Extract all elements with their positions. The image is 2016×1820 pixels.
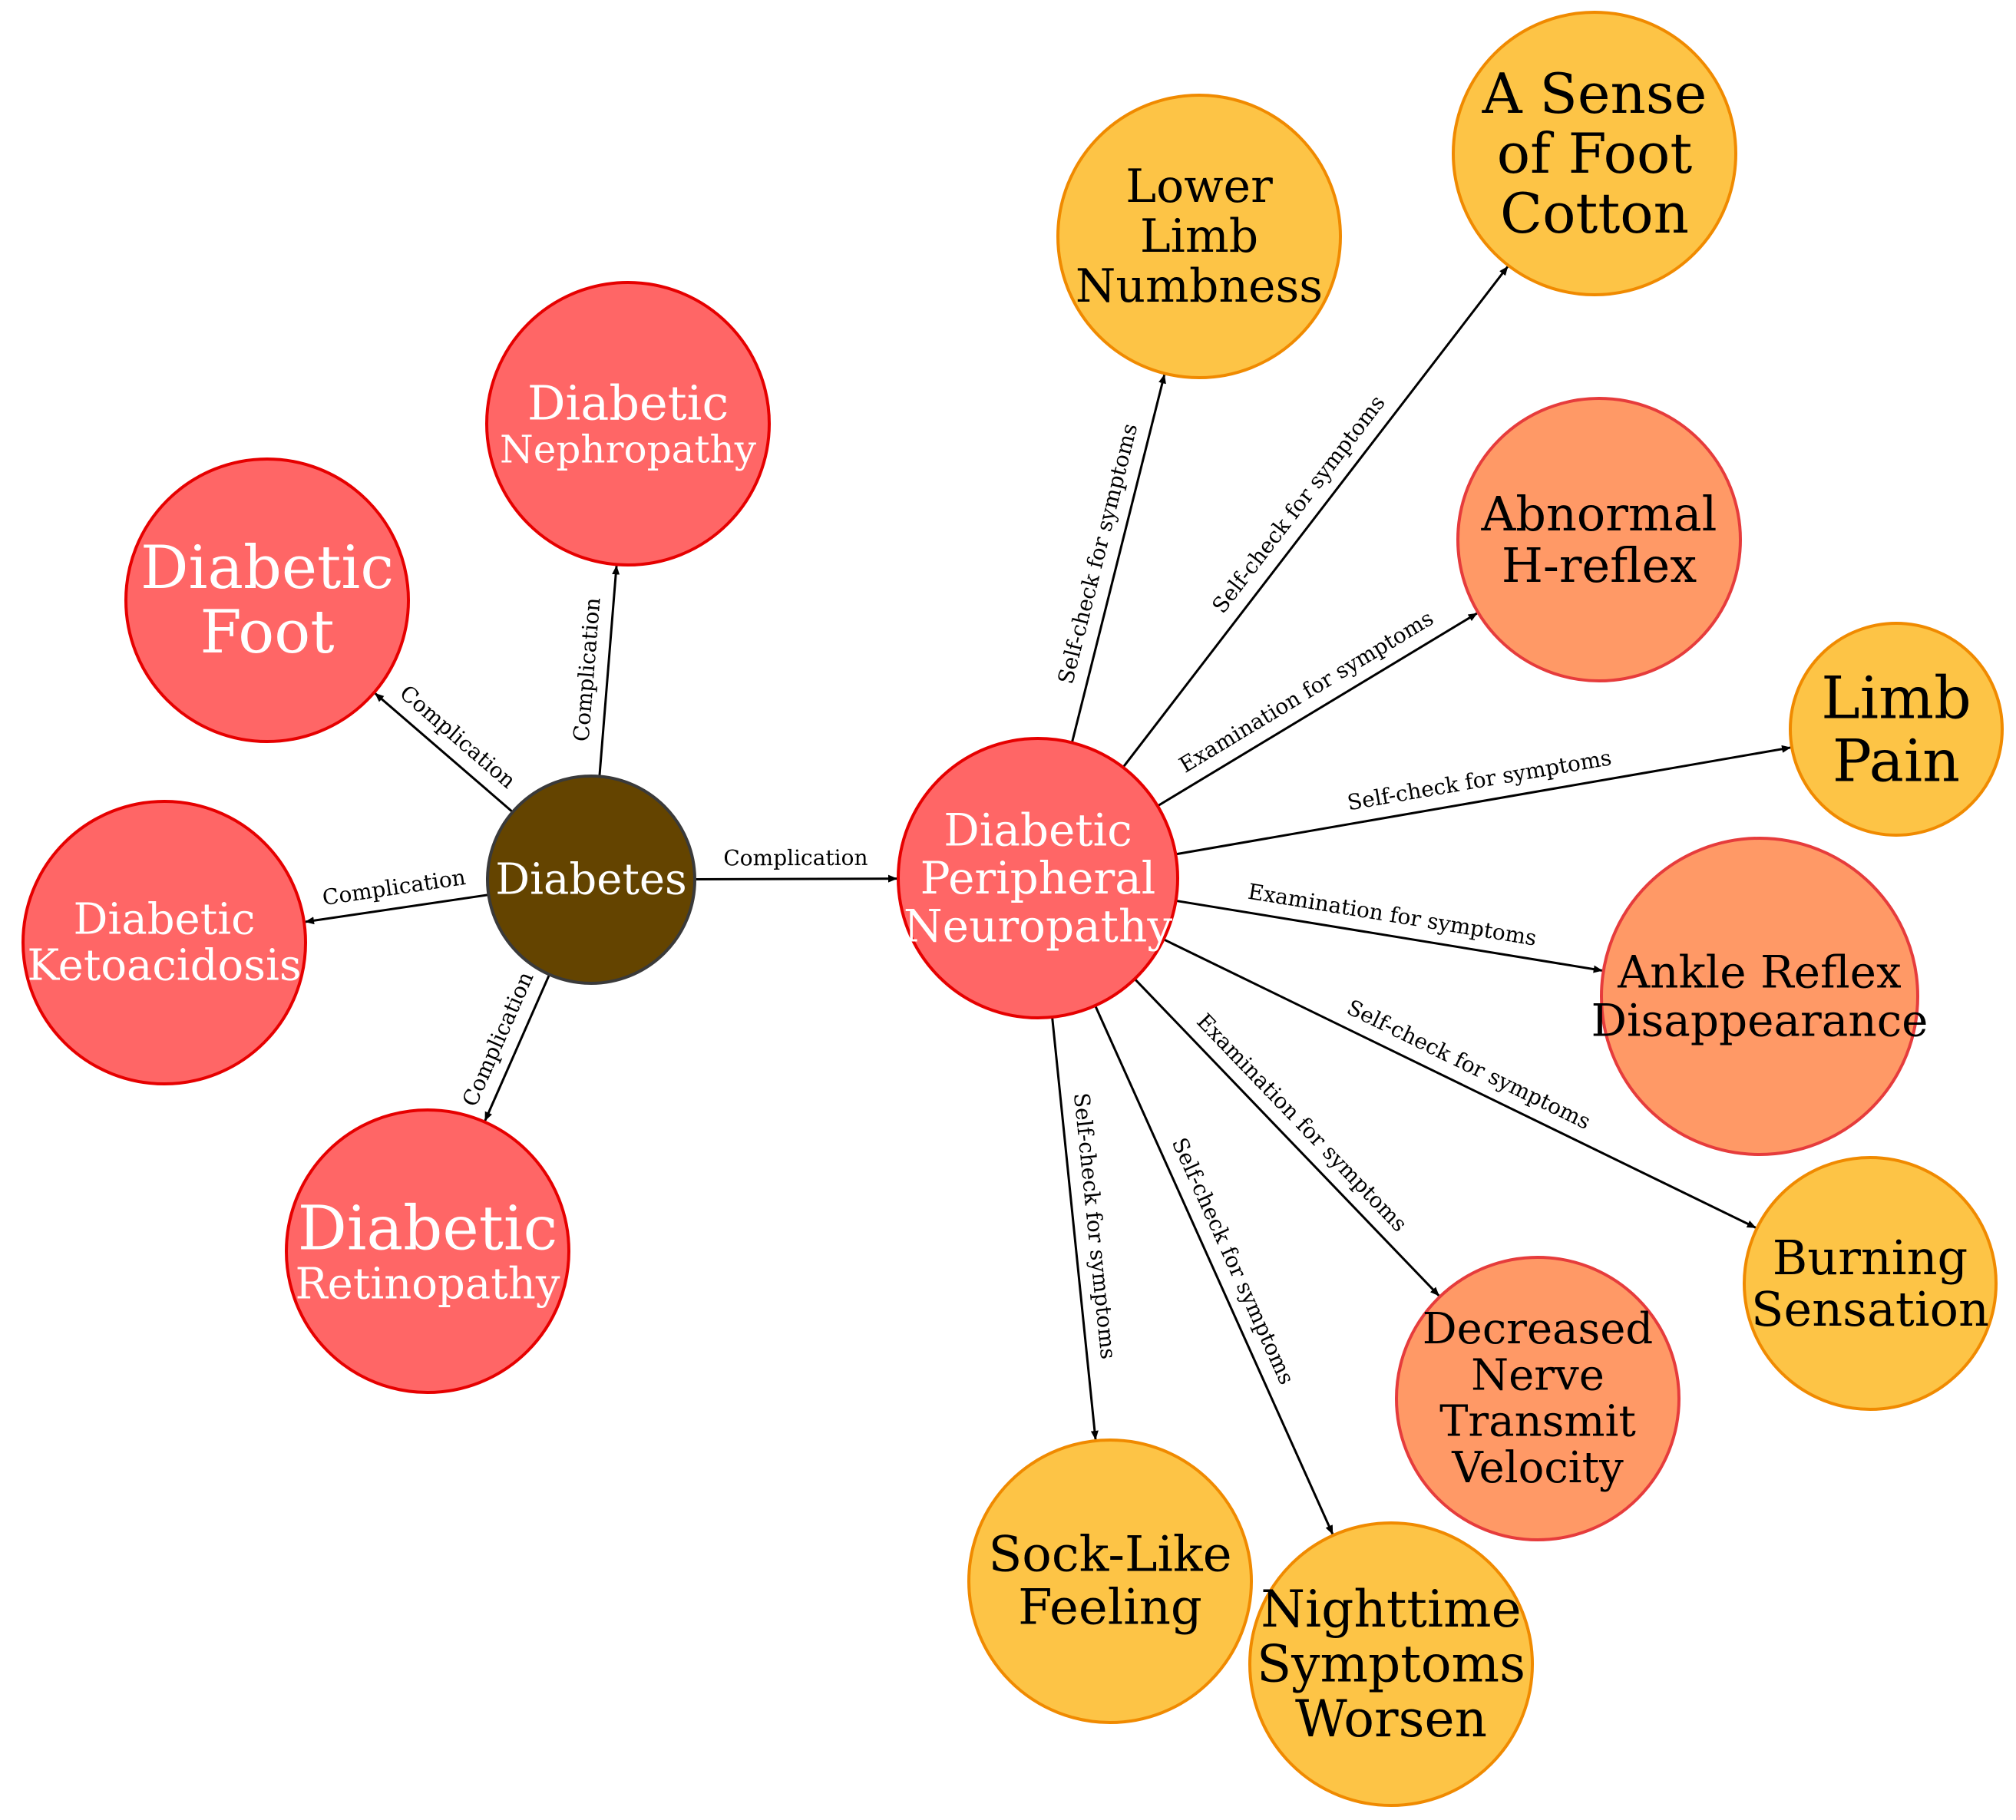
- node-label-cotton-line-2: of Foot: [1497, 121, 1693, 186]
- edge-dpn-to-cotton: [1122, 266, 1509, 768]
- node-circle-foot: [124, 457, 410, 743]
- node-label-numbness-line-2: Limb: [1140, 210, 1258, 263]
- edge-label-diabetes-to-foot: Complication: [395, 680, 521, 794]
- node-diabetes: Diabetes: [486, 775, 696, 985]
- edge-dpn-to-numbness: [1070, 374, 1166, 743]
- node-label-burning-line-1: Burning: [1773, 1230, 1968, 1286]
- edge-label-dpn-to-burning: Self-check for symptoms: [1343, 995, 1595, 1135]
- edge-diabetes-to-foot: [374, 692, 514, 813]
- edge-label-dpn-to-cotton: Self-check for symptoms: [1207, 391, 1390, 619]
- node-label-dpn-line-1: Diabetic: [944, 804, 1132, 856]
- edge-dpn-to-sock: [1051, 1016, 1099, 1440]
- edge-label-dpn-to-numbness: Self-check for symptoms: [1053, 421, 1142, 686]
- node-circle-dpn: [897, 737, 1179, 1019]
- node-label-ketoacidosis-line-1: Diabetic: [74, 894, 256, 944]
- node-label-dpn-line-3: Neuropathy: [904, 900, 1172, 953]
- node-label-hreflex-line-1: Abnormal: [1481, 486, 1717, 542]
- node-circle-nephropathy: [485, 281, 771, 566]
- node-label-cotton-line-1: A Sense: [1482, 61, 1707, 126]
- node-label-ketoacidosis-line-2: Ketoacidosis: [27, 941, 301, 991]
- node-label-velocity-line-4: Velocity: [1451, 1443, 1624, 1493]
- edge-label-diabetes-to-ketoacidosis: Complication: [321, 864, 468, 910]
- edge-dpn-to-nighttime: [1094, 1005, 1334, 1535]
- node-circle-hreflex: [1456, 397, 1742, 682]
- node-label-foot-line-2: Foot: [200, 598, 334, 667]
- edge-dpn-to-limbpain: [1175, 745, 1792, 856]
- node-circle-cotton: [1452, 11, 1737, 296]
- node-circle-velocity: [1395, 1256, 1681, 1541]
- node-label-nephropathy-line-2: Nephropathy: [500, 427, 757, 471]
- node-circle-limbpain: [1789, 622, 2004, 837]
- node-label-nighttime-line-3: Worsen: [1295, 1690, 1487, 1749]
- node-circle-nighttime: [1248, 1521, 1534, 1807]
- node-label-cotton-line-3: Cotton: [1500, 181, 1689, 246]
- edge-dpn-to-hreflex: [1157, 612, 1478, 808]
- edge-diabetes-to-nephropathy: [598, 565, 620, 777]
- edge-diabetes-to-retinopathy: [484, 973, 550, 1121]
- node-circle-retinopathy: [285, 1108, 570, 1394]
- node-label-retinopathy-line-2: Retinopathy: [296, 1260, 560, 1310]
- node-label-foot-line-1: Diabetic: [140, 533, 394, 603]
- node-label-ankle-line-2: Disappearance: [1591, 994, 1928, 1046]
- nodes-layer: DiabetesDiabeticPeripheralNeuropathyDiab…: [21, 11, 2004, 1807]
- node-label-limbpain-line-2: Pain: [1833, 727, 1960, 795]
- edge-dpn-to-ankle: [1175, 899, 1603, 973]
- node-label-sock-line-2: Feeling: [1018, 1580, 1202, 1637]
- node-circle-diabetes: [486, 775, 696, 985]
- edge-label-dpn-to-nighttime: Self-check for symptoms: [1167, 1134, 1300, 1388]
- edge-label-dpn-to-sock: Self-check for symptoms: [1069, 1092, 1121, 1360]
- edge-dpn-to-burning: [1162, 938, 1757, 1229]
- edge-dpn-to-velocity: [1133, 978, 1440, 1296]
- node-circle-sock: [967, 1438, 1253, 1724]
- node-label-diabetes-line-1: Diabetes: [495, 855, 687, 905]
- node-label-nighttime-line-1: Nighttime: [1261, 1580, 1521, 1639]
- node-circle-numbness: [1056, 94, 1342, 379]
- edge-label-dpn-to-hreflex: Examination for symptoms: [1175, 606, 1438, 778]
- node-label-limbpain-line-1: Limb: [1821, 663, 1971, 732]
- node-label-ankle-line-1: Ankle Reflex: [1617, 946, 1901, 999]
- node-label-sock-line-1: Sock-Like: [988, 1526, 1231, 1583]
- edge-label-diabetes-to-dpn: Complication: [723, 845, 868, 871]
- edge-diabetes-to-dpn: [694, 874, 898, 883]
- edge-label-dpn-to-velocity: Examination for symptoms: [1191, 1009, 1412, 1237]
- node-label-nephropathy-line-1: Diabetic: [527, 375, 729, 431]
- node-label-hreflex-line-2: H-reflex: [1502, 537, 1697, 593]
- node-label-velocity-line-2: Nerve: [1471, 1350, 1605, 1400]
- edge-diabetes-to-ketoacidosis: [305, 893, 489, 925]
- edges-layer: [305, 266, 1792, 1535]
- node-label-numbness-line-3: Numbness: [1076, 259, 1323, 313]
- node-label-burning-line-2: Sensation: [1751, 1281, 1989, 1337]
- node-label-velocity-line-1: Decreased: [1423, 1304, 1653, 1354]
- node-label-numbness-line-1: Lower: [1125, 160, 1273, 213]
- node-circle-ankle: [1600, 837, 1919, 1156]
- node-label-nighttime-line-2: Symptoms: [1257, 1635, 1525, 1694]
- node-label-dpn-line-2: Peripheral: [920, 852, 1156, 904]
- node-circle-ketoacidosis: [21, 800, 307, 1085]
- edge-label-diabetes-to-nephropathy: Complication: [569, 596, 606, 742]
- node-label-velocity-line-3: Transmit: [1439, 1397, 1636, 1447]
- node-label-retinopathy-line-1: Diabetic: [298, 1192, 558, 1263]
- edge-label-dpn-to-ankle: Examination for symptoms: [1246, 879, 1538, 951]
- edge-label-dpn-to-limbpain: Self-check for symptoms: [1345, 745, 1613, 815]
- node-circle-burning: [1743, 1156, 1998, 1411]
